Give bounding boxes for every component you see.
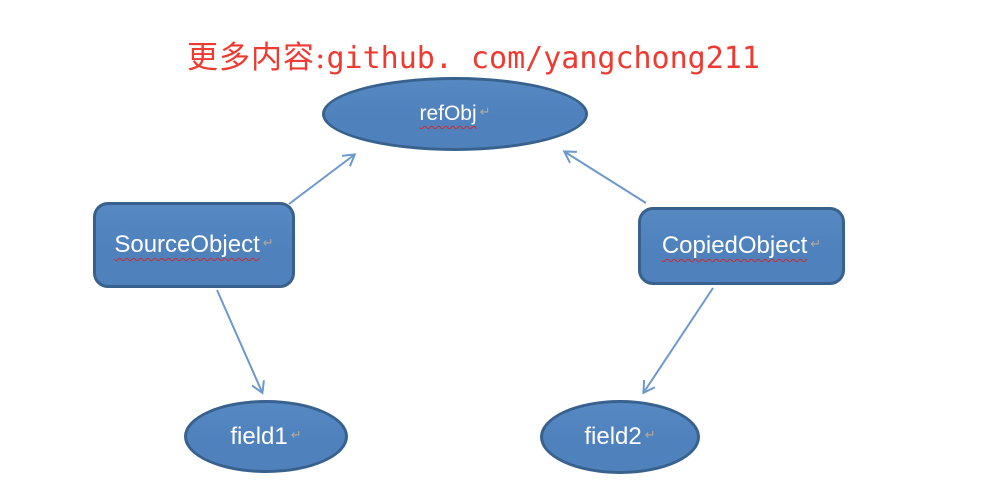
node-refobj-label: refObj xyxy=(419,102,477,125)
node-sourceobject: SourceObject↵ xyxy=(93,202,295,288)
arrow-copiedobject-to-refobj xyxy=(562,150,647,204)
line-break-mark: ↵ xyxy=(644,427,656,442)
promo-title-link: github. com/yangchong211 xyxy=(326,41,760,76)
node-field1: field1↵ xyxy=(184,400,348,473)
arrow-sourceobject-to-field1 xyxy=(216,289,265,395)
line-break-mark: ↵ xyxy=(479,104,491,119)
promo-title: 更多内容:github. com/yangchong211 xyxy=(187,38,760,84)
line-break-mark: ↵ xyxy=(810,236,822,251)
node-field1-label: field1 xyxy=(230,422,288,450)
arrow-sourceobject-to-refobj xyxy=(288,153,357,205)
line-break-mark: ↵ xyxy=(290,426,302,442)
promo-title-chinese: 更多内容: xyxy=(187,40,327,76)
arrow-copiedobject-to-field2 xyxy=(642,287,714,395)
node-field2-label: field2 xyxy=(584,423,642,450)
node-field2: field2↵ xyxy=(540,400,700,474)
node-copiedobject: CopiedObject↵ xyxy=(638,207,845,285)
line-break-mark: ↵ xyxy=(262,235,274,250)
node-copiedobject-label: CopiedObject xyxy=(661,232,808,259)
node-sourceobject-label: SourceObject xyxy=(114,231,260,258)
node-refobj: refObj↵ xyxy=(322,77,588,151)
